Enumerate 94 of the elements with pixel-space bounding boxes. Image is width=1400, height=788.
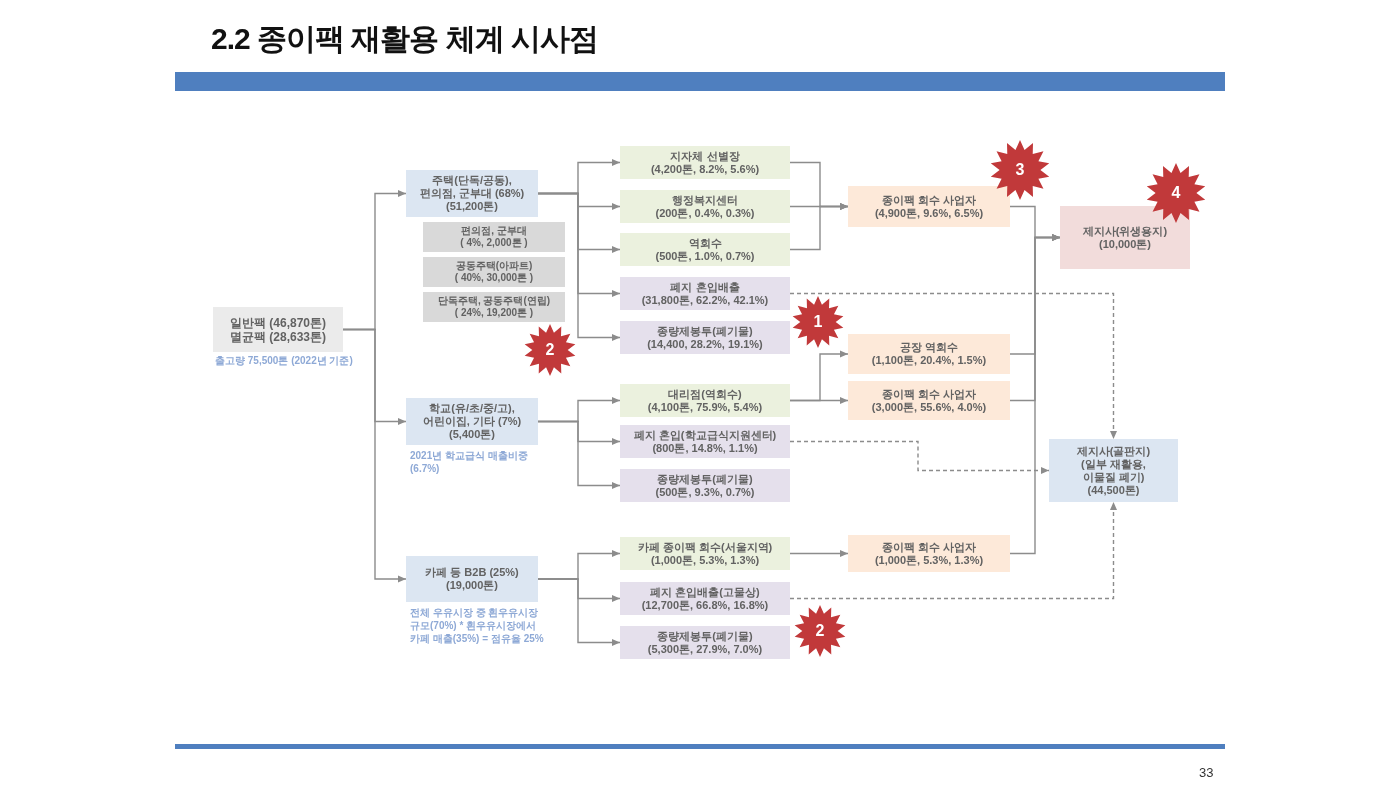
quantity-figures: (4,200톤, 8.2%, 5.6%)	[650, 162, 760, 176]
note-text: 2021년 학교급식 매출비중 (6.7%)	[410, 449, 529, 475]
quantity-figures: (200톤, 0.4%, 0.3%)	[655, 206, 755, 220]
quantity-figures: (5,400톤)	[449, 428, 495, 441]
process-box	[848, 535, 1010, 572]
dashed-arrow	[789, 440, 1050, 474]
note-text: 전체 우유시장 중 흰우유시장 규모(70%) * 흰우유시장에서 카페 매출(35%) = 점유율 25%	[410, 606, 545, 645]
stage-name: 단독주택, 공동주택(연립)	[437, 295, 551, 307]
process-box	[620, 425, 790, 458]
number-starburst: 2	[524, 324, 576, 376]
quantity-figures: (51,200톤)	[446, 200, 498, 213]
page-number: 33	[1199, 765, 1214, 780]
stage-name: 카페 등 B2B (25%)	[425, 566, 519, 579]
dashed-arrow	[789, 501, 1117, 600]
stage-name: 대리점(역회수)	[668, 387, 742, 401]
process-box	[620, 469, 790, 502]
dashed-arrow	[789, 292, 1117, 440]
process-box	[620, 582, 790, 615]
quantity-figures: (800톤, 14.8%, 1.1%)	[652, 441, 758, 455]
breakdown-box	[423, 257, 565, 287]
process-box	[620, 146, 790, 179]
process-box	[406, 398, 538, 445]
arrow	[1009, 234, 1061, 555]
stage-name: 역회수	[688, 236, 722, 250]
stage-name: 지자체 선별장	[670, 149, 740, 163]
process-box	[620, 233, 790, 266]
arrow	[537, 192, 621, 341]
quantity-figures: (1,000톤, 5.3%, 1.3%)	[874, 553, 984, 567]
arrow	[789, 550, 849, 557]
stage-name: 편의점, 군부대	[461, 225, 527, 237]
quantity-figures: (1,000톤, 5.3%, 1.3%)	[650, 553, 760, 567]
stage-name: 학교(유/초/중/고), 어린이집, 기타 (7%)	[421, 402, 523, 428]
quantity-figures: (44,500톤)	[1087, 483, 1140, 497]
stage-name: 제지사(위생용지)	[1082, 224, 1168, 238]
process-box	[1049, 439, 1178, 502]
stage-name: 제지사(골판지)	[1076, 444, 1151, 458]
stage-name: 종량제봉투(폐기물)	[657, 324, 753, 338]
pack-quantity: 멸균팩 (28,633톤)	[230, 329, 326, 344]
process-box	[848, 381, 1010, 420]
arrow	[537, 578, 621, 646]
pack-quantity: 일반팩 (46,870톤)	[230, 315, 326, 330]
stage-name: 종량제봉투(폐기물)	[657, 472, 753, 486]
stage-name: 폐지 혼입(학교급식지원센터)	[633, 428, 777, 442]
quantity-figures: (31,800톤, 62.2%, 42.1%)	[641, 293, 769, 307]
process-box	[406, 170, 538, 217]
quantity-figures: (12,700톤, 66.8%, 16.8%)	[641, 598, 769, 612]
stage-name: 종이팩 회수 사업자	[881, 540, 977, 554]
process-box	[406, 556, 538, 602]
process-box	[620, 537, 790, 570]
process-note: (일부 재활용, 이물질 폐기)	[1080, 457, 1147, 484]
stage-name: 행정복지센터	[672, 193, 738, 207]
stage-name: 폐지 혼입배출	[670, 280, 740, 294]
stage-name: 폐지 혼입배출(고물상)	[650, 585, 760, 599]
process-box	[213, 307, 343, 352]
quantity-figures: (10,000톤)	[1099, 237, 1151, 251]
stage-name: 주택(단독/공동), 편의점, 군부대 (68%)	[418, 174, 526, 200]
number-starburst: 3	[990, 140, 1050, 200]
quantity-figures: (1,100톤, 20.4%, 1.5%)	[871, 354, 987, 367]
quantity-figures: (4,100톤, 75.9%, 5.4%)	[647, 400, 763, 414]
quantity-figures: (500톤, 1.0%, 0.7%)	[655, 249, 755, 263]
number-starburst: 4	[1146, 163, 1206, 223]
stage-name: 공동주택(아파트)	[455, 260, 533, 272]
process-box	[620, 277, 790, 310]
quantity-figures: ( 24%, 19,200톤 )	[454, 307, 534, 319]
arrow	[789, 397, 849, 404]
note-text: 출고량 75,500톤 (2022년 기준)	[215, 354, 353, 367]
arrow	[537, 420, 621, 489]
process-box	[620, 190, 790, 223]
process-box	[620, 626, 790, 659]
quantity-figures: (19,000톤)	[446, 579, 498, 592]
arrow	[789, 203, 849, 251]
stage-name: 공장 역회수	[899, 341, 959, 354]
quantity-figures: ( 40%, 30,000톤 )	[454, 272, 534, 284]
breakdown-box	[423, 292, 565, 322]
slide-title: 2.2 종이팩 재활용 체계 시사점	[211, 21, 599, 57]
quantity-figures: (4,900톤, 9.6%, 6.5%)	[874, 206, 984, 220]
arrow	[342, 328, 407, 583]
quantity-figures: (500톤, 9.3%, 0.7%)	[655, 485, 755, 499]
quantity-figures: ( 4%, 2,000톤 )	[460, 237, 528, 249]
process-box	[620, 384, 790, 417]
process-box	[1060, 206, 1190, 269]
process-box	[848, 186, 1010, 227]
quantity-figures: (3,000톤, 55.6%, 4.0%)	[871, 400, 987, 414]
number-starburst: 1	[792, 296, 844, 348]
quantity-figures: (5,300톤, 27.9%, 7.0%)	[647, 642, 763, 656]
number-starburst: 2	[794, 605, 846, 657]
process-box	[620, 321, 790, 354]
stage-name: 종이팩 회수 사업자	[881, 193, 977, 207]
process-box	[848, 334, 1010, 374]
stage-name: 종량제봉투(폐기물)	[657, 629, 753, 643]
breakdown-box	[423, 222, 565, 252]
stage-name: 종이팩 회수 사업자	[881, 387, 977, 401]
quantity-figures: (14,400, 28.2%, 19.1%)	[647, 337, 763, 351]
stage-name: 카페 종이팩 회수(서울지역)	[637, 540, 773, 554]
